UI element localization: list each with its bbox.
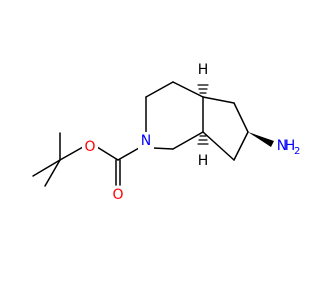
bond-fusion-ch2-bottom bbox=[172, 131, 204, 150]
bond-ch2-n-bottom bbox=[152, 147, 174, 150]
bond-o-carbonyl-c bbox=[96, 146, 119, 161]
bond-carbonyl-n bbox=[117, 147, 140, 161]
structure-drawing: O O N H H N H 2 bbox=[32, 62, 300, 203]
amine-h-label: H bbox=[285, 138, 296, 154]
bond-tbutyl-me-left bbox=[32, 159, 61, 177]
bond-tbutyl-me-bottom bbox=[44, 159, 61, 187]
carbonyl-oxygen-label: O bbox=[112, 187, 123, 203]
hash-bond-top bbox=[197, 84, 209, 94]
wedge-bond-amine bbox=[248, 132, 274, 147]
bond-fusion-top-ch2 bbox=[202, 96, 235, 104]
molecule-canvas: O O N H H N H 2 bbox=[32, 62, 300, 203]
bond-ch2-chnh2-top bbox=[233, 102, 249, 133]
bond-ch2-fusion-top bbox=[172, 81, 204, 98]
ring-nitrogen-label: N bbox=[141, 133, 151, 149]
hash-bond-bottom bbox=[197, 135, 209, 145]
bond-tbutyl-o bbox=[59, 146, 84, 161]
ester-oxygen-label: O bbox=[84, 139, 95, 155]
fusion-hydrogen-top-label: H bbox=[198, 62, 209, 78]
bond-chnh2-ch2-bottom bbox=[233, 131, 249, 161]
bond-ch2-fusion-bottom bbox=[202, 131, 235, 161]
amine-n-label: N bbox=[277, 138, 287, 154]
amine-subscript-label: 2 bbox=[294, 146, 300, 157]
bond-ch2-ch2-top bbox=[145, 81, 174, 98]
fusion-hydrogen-bottom-label: H bbox=[198, 153, 209, 169]
